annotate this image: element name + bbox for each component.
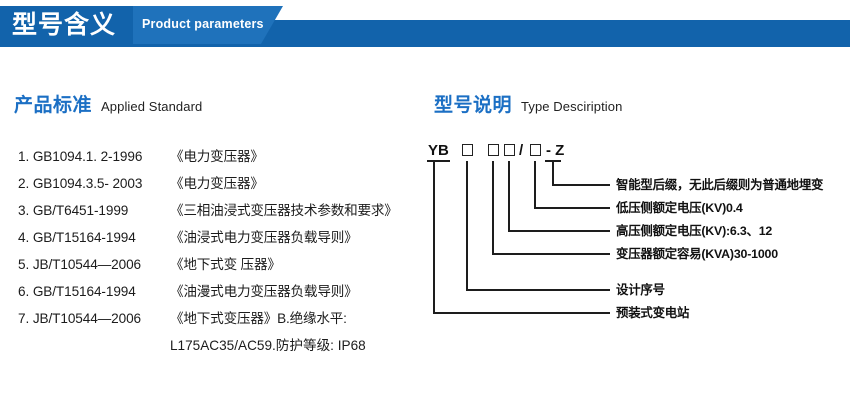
standard-code: 6. GB/T15164-1994 <box>18 284 136 299</box>
callout-label-capacity: 变压器额定容易(KVA)30-1000 <box>616 247 778 261</box>
standard-code: 2. GB1094.3.5- 2003 <box>18 176 143 191</box>
code-token-slash: / <box>519 142 524 159</box>
applied-standard-heading-en: Applied Standard <box>101 99 203 114</box>
banner-bottom-rule <box>0 44 850 47</box>
standard-name: 《油浸式电力变压器负载导则》 <box>170 230 358 245</box>
standard-item: 2. GB1094.3.5- 2003 《电力变压器》 <box>18 172 433 199</box>
type-description-heading: 型号说明 Type Desciription <box>434 90 622 117</box>
standard-code: 3. GB/T6451-1999 <box>18 203 129 218</box>
standard-item: 7. JB/T10544—2006 《地下式变压器》B.绝缘水平: <box>18 307 433 334</box>
banner-subtitle-shape <box>133 6 283 44</box>
page-banner: 型号含义 Product parameters <box>0 0 850 52</box>
standard-item: 1. GB1094.1. 2-1996 《电力变压器》 <box>18 145 433 172</box>
banner-title-cn: 型号含义 <box>12 11 117 39</box>
standard-item: 4. GB/T15164-1994 《油浸式电力变压器负载导则》 <box>18 226 433 253</box>
standard-name: 《电力变压器》 <box>170 149 264 164</box>
callout-label-prefab-substation: 预装式变电站 <box>616 306 690 320</box>
applied-standard-heading-cn: 产品标准 <box>14 95 93 116</box>
standard-code: 1. GB1094.1. 2-1996 <box>18 149 143 164</box>
standard-name: 《电力变压器》 <box>170 176 264 191</box>
callout-label-low-voltage: 低压侧额定电压(KV)0.4 <box>616 201 743 215</box>
standard-name: 《三相油浸式变压器技术参数和要求》 <box>170 203 398 218</box>
standard-item: 3. GB/T6451-1999 《三相油浸式变压器技术参数和要求》 <box>18 199 433 226</box>
type-description-heading-en: Type Desciription <box>521 99 623 114</box>
standard-name: 《地下式变 压器》 <box>170 257 281 272</box>
banner-title-shape <box>0 6 133 44</box>
standard-item: 5. JB/T10544—2006 《地下式变 压器》 <box>18 253 433 280</box>
banner-title-en: Product parameters <box>142 17 264 31</box>
type-description-heading-cn: 型号说明 <box>434 95 513 116</box>
callout-leader-lines <box>427 160 610 314</box>
banner-tail-stripe <box>255 20 850 44</box>
code-token-box-4 <box>530 144 541 156</box>
callout-label-high-voltage: 高压侧额定电压(KV):6.3、12 <box>616 224 773 238</box>
standard-code: 5. JB/T10544—2006 <box>18 257 141 272</box>
code-token-box-2 <box>488 144 499 156</box>
standard-name: 《油漫式电力变压器负载导则》 <box>170 284 358 299</box>
applied-standard-heading: 产品标准 Applied Standard <box>14 90 202 117</box>
applied-standard-list: 1. GB1094.1. 2-1996 《电力变压器》 2. GB1094.3.… <box>18 145 433 364</box>
code-token-suffix-z: - Z <box>546 142 565 159</box>
standard-name: 《地下式变压器》B.绝缘水平: <box>170 311 347 326</box>
callout-label-intelligent-suffix: 智能型后缀，无此后缀则为普通地埋变 <box>616 178 824 192</box>
type-code-diagram: YB / - Z <box>420 140 850 340</box>
code-token-box-3 <box>504 144 515 156</box>
code-token-box-1 <box>462 144 473 156</box>
callout-label-design-serial: 设计序号 <box>616 283 665 297</box>
code-token-yb: YB <box>428 142 449 159</box>
standard-continuation-line: L175AC35/AC59.防护等级: IP68 <box>170 338 366 353</box>
standard-item: 6. GB/T15164-1994 《油漫式电力变压器负载导则》 <box>18 280 433 307</box>
standard-code: 4. GB/T15164-1994 <box>18 230 136 245</box>
standard-code: 7. JB/T10544—2006 <box>18 311 141 326</box>
